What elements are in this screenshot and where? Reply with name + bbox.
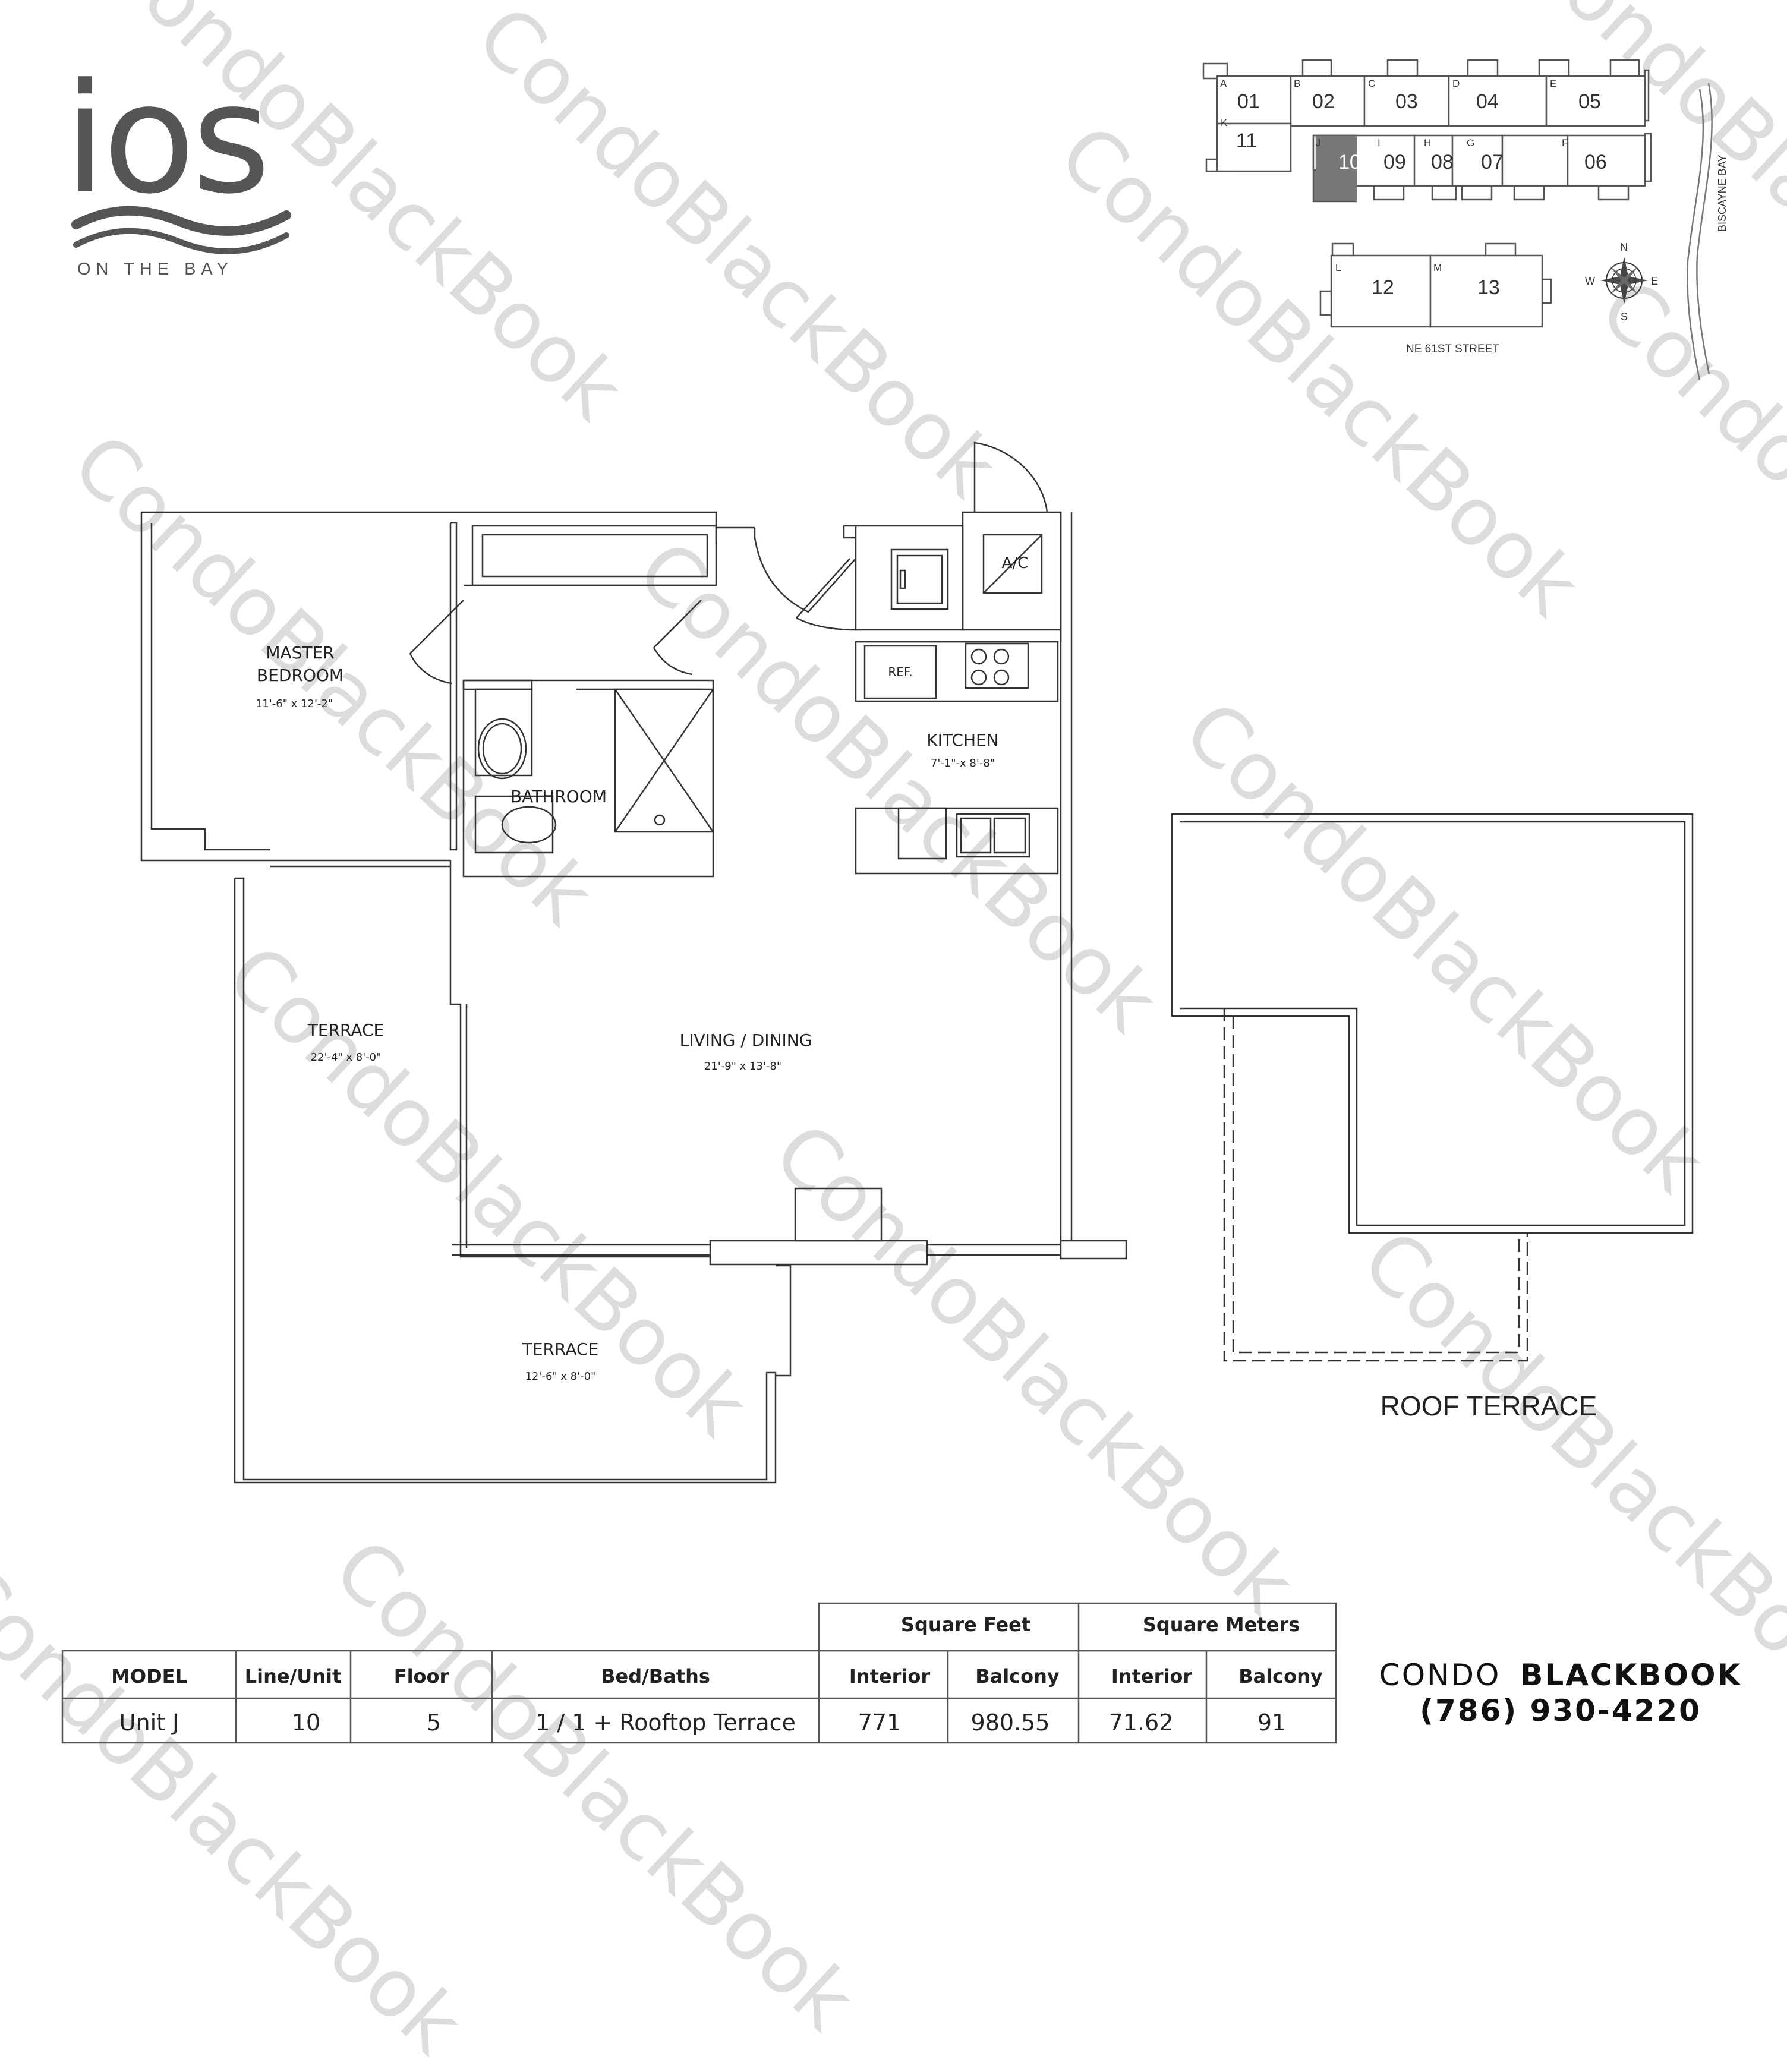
living-dining-dims: 21'-9" x 13'-8" xyxy=(704,1060,781,1073)
table-group-header: Square Meters xyxy=(1143,1613,1300,1636)
unit-number: 13 xyxy=(1477,276,1500,299)
brand-name-bold: BLACKBOOK xyxy=(1520,1658,1742,1692)
table-header: Bed/Baths xyxy=(601,1665,710,1688)
kitchen-dims: 7'-1"-x 8'-8" xyxy=(931,757,995,769)
table-header: Balcony xyxy=(1238,1665,1323,1688)
terrace-label: TERRACE xyxy=(522,1339,598,1359)
unit-number: 09 xyxy=(1383,151,1406,174)
shoreline xyxy=(1687,89,1704,381)
table-header: Balcony xyxy=(975,1665,1060,1688)
master-bedroom-label: MASTER xyxy=(266,643,334,663)
unit-letter: D xyxy=(1452,78,1460,89)
unit-letter: K xyxy=(1221,117,1228,128)
table-group-header: Square Feet xyxy=(901,1613,1030,1636)
terrace-dims: 12'-6" x 8'-0" xyxy=(525,1370,596,1383)
table-cell: Unit J xyxy=(119,1710,179,1736)
street-label: NE 61ST STREET xyxy=(1406,343,1499,355)
table-header: Interior xyxy=(849,1665,930,1688)
brand-name: CONDO BLACKBOOK xyxy=(1379,1658,1742,1692)
unit-number: 08 xyxy=(1431,151,1454,174)
compass-icon: N S E W xyxy=(1585,241,1658,323)
floor-plan-sheet: ios ON THE BAY xyxy=(61,51,1742,1744)
unit-number: 11 xyxy=(1236,130,1257,152)
unit-number: 03 xyxy=(1395,90,1418,113)
bay-label: BISCAYNE BAY xyxy=(1716,155,1728,232)
floor-plan xyxy=(140,441,1127,1266)
master-bedroom-label: BEDROOM xyxy=(257,666,343,685)
unit-letter: F xyxy=(1562,137,1568,149)
logo-tagline: ON THE BAY xyxy=(77,260,234,279)
unit-letter: I xyxy=(1378,137,1381,149)
unit-letter: C xyxy=(1368,78,1375,89)
logo-wave-icon xyxy=(71,206,291,236)
unit-letter: H xyxy=(1424,137,1431,149)
unit-letter: B xyxy=(1294,78,1300,89)
roof-terrace-plan xyxy=(1171,813,1694,1362)
table-cell: 91 xyxy=(1257,1710,1286,1736)
terrace-dims: 22'-4" x 8'-0" xyxy=(311,1051,382,1064)
compass-n: N xyxy=(1620,241,1628,253)
unit-letter: A xyxy=(1220,78,1227,89)
unit-letter: G xyxy=(1467,137,1474,149)
bathroom-label: BATHROOM xyxy=(510,787,607,806)
brand-name-light: CONDO xyxy=(1379,1658,1501,1692)
specs-table xyxy=(61,1602,1337,1744)
key-plan xyxy=(1202,59,1652,328)
specs-table-text: Square Feet Square Meters MODEL Line/Uni… xyxy=(111,1613,1323,1736)
compass-s: S xyxy=(1621,311,1628,323)
table-cell: 771 xyxy=(858,1710,902,1736)
table-cell: 1 / 1 + Rooftop Terrace xyxy=(535,1710,796,1736)
unit-number: 01 xyxy=(1237,90,1260,113)
table-cell: 980.55 xyxy=(971,1710,1050,1736)
unit-number: 02 xyxy=(1312,90,1335,113)
phone-number: (786) 930-4220 xyxy=(1420,1693,1701,1728)
table-cell: 5 xyxy=(427,1710,441,1736)
shoreline xyxy=(1696,83,1713,375)
compass-e: E xyxy=(1651,275,1658,287)
table-header: Interior xyxy=(1111,1665,1192,1688)
table-header: MODEL xyxy=(111,1665,187,1688)
key-plan-labels: A 01 B 02 C 03 D 04 E 05 K 11 J 10 I 09 … xyxy=(1220,78,1728,355)
logo-wave-icon xyxy=(73,228,289,254)
unit-letter: L xyxy=(1335,262,1341,273)
refrigerator-label: REF. xyxy=(888,665,912,679)
unit-number: 07 xyxy=(1481,151,1504,174)
logo-text: ios xyxy=(64,51,267,228)
master-bedroom-dims: 11'-6" x 12'-2" xyxy=(256,698,333,710)
table-header: Floor xyxy=(394,1665,449,1688)
ac-label: A/C xyxy=(1002,554,1029,572)
unit-number: 06 xyxy=(1584,151,1607,174)
terrace-label: TERRACE xyxy=(307,1020,384,1040)
unit-letter: M xyxy=(1433,262,1442,273)
compass-w: W xyxy=(1585,275,1595,287)
room-labels: MASTER BEDROOM 11'-6" x 12'-2" BATHROOM … xyxy=(256,554,1597,1421)
living-dining-label: LIVING / DINING xyxy=(680,1030,812,1050)
terraces xyxy=(234,877,792,1484)
contact-block: CONDO BLACKBOOK (786) 930-4220 xyxy=(1379,1658,1742,1728)
table-cell: 10 xyxy=(292,1710,320,1736)
ios-logo: ios ON THE BAY xyxy=(64,51,291,279)
roof-terrace-label: ROOF TERRACE xyxy=(1381,1390,1597,1421)
unit-number-highlighted: 10 xyxy=(1338,151,1361,174)
unit-number: 05 xyxy=(1578,90,1601,113)
unit-number: 12 xyxy=(1372,276,1394,299)
unit-letter: E xyxy=(1550,78,1556,89)
table-cell: 71.62 xyxy=(1109,1710,1174,1736)
kitchen-label: KITCHEN xyxy=(926,730,998,750)
unit-number: 04 xyxy=(1476,90,1499,113)
unit-letter: J xyxy=(1316,137,1321,149)
table-header: Line/Unit xyxy=(245,1665,342,1688)
